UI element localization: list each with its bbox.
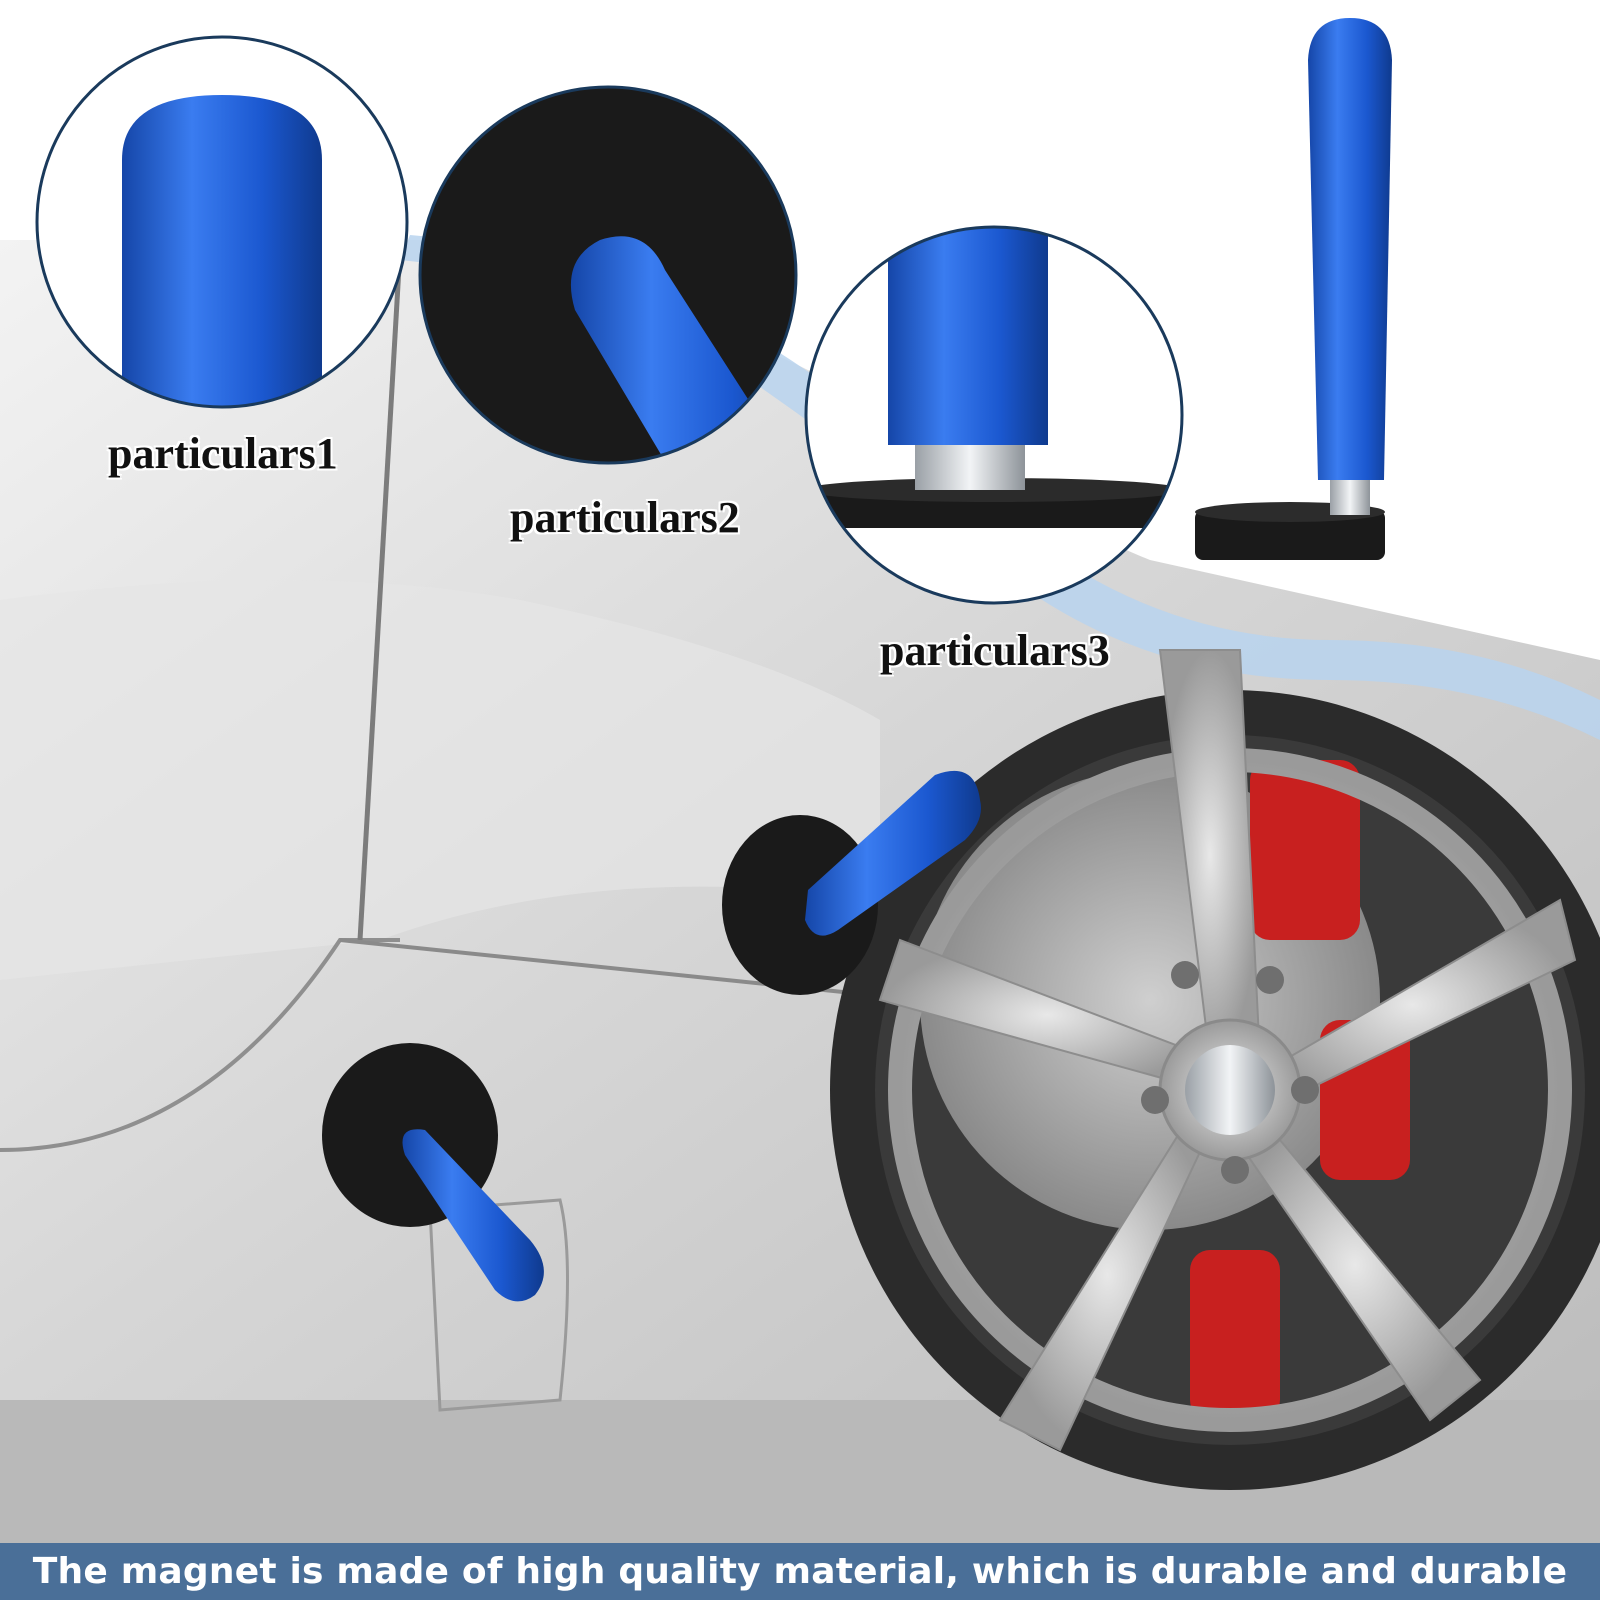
detail-circle-3 <box>804 225 1184 605</box>
magnet-on-door <box>322 1043 544 1302</box>
magnet-on-fender <box>722 770 981 995</box>
brake-caliper <box>1250 760 1360 940</box>
label-particulars-3: particulars3 <box>880 626 1110 675</box>
fuel-door <box>428 1198 569 1412</box>
center-cap <box>1185 1045 1275 1135</box>
magnet-product <box>1195 18 1392 560</box>
label-particulars-2: particulars2 <box>510 493 740 542</box>
label-particulars-1: particulars1 <box>108 429 338 478</box>
car-wheel <box>830 649 1600 1490</box>
decorative-wave <box>400 235 1600 740</box>
caption-banner: The magnet is made of high quality mater… <box>0 1543 1600 1600</box>
caption-text: The magnet is made of high quality mater… <box>32 1551 1568 1592</box>
detail-circle-1 <box>35 35 409 409</box>
